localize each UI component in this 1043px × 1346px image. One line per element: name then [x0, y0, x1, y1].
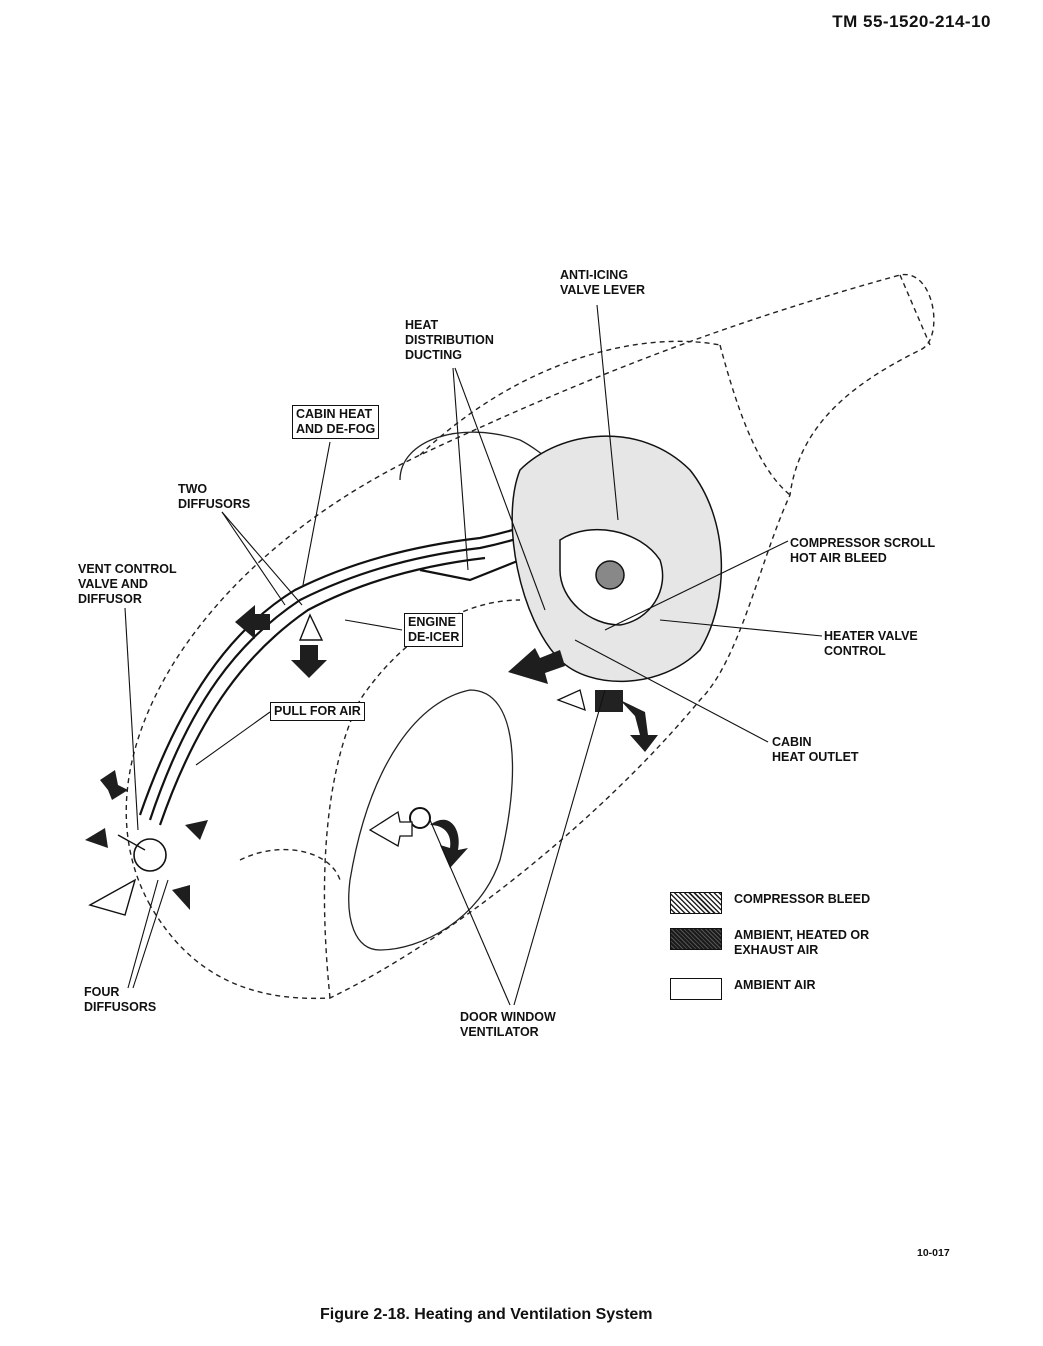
engine-deicer-placard: ENGINE DE-ICER: [404, 613, 464, 647]
document-number: TM 55-1520-214-10: [832, 12, 991, 31]
figure-id: 10-017: [917, 1247, 950, 1259]
pull-for-air-placard: PULL FOR AIR: [270, 702, 365, 721]
door-window-ventilator-label: DOOR WINDOW VENTILATOR: [460, 1010, 556, 1039]
cabin-heat-defog-placard: CABIN HEAT AND DE-FOG: [292, 405, 380, 439]
legend-ambient-heated-exhaust: AMBIENT, HEATED OR EXHAUST AIR: [670, 928, 869, 958]
heat-distribution-ducting-label: HEAT DISTRIBUTION DUCTING: [405, 318, 494, 362]
cabin-heat-outlet-label: CABIN HEAT OUTLET: [772, 735, 859, 764]
four-diffusors-label: FOUR DIFFUSORS: [84, 985, 157, 1014]
diffusor-assembly: [88, 613, 431, 916]
legend-ambient-air: AMBIENT AIR: [670, 978, 815, 1000]
two-diffusors-label: TWO DIFFUSORS: [178, 482, 251, 511]
heater-valve-control-label: HEATER VALVE CONTROL: [824, 629, 918, 658]
legend-label: AMBIENT AIR: [734, 978, 816, 992]
air-flow-arrows: [85, 605, 658, 910]
engine-components: [511, 435, 723, 712]
leader-lines: [124, 304, 823, 1006]
legend-compressor-bleed: COMPRESSOR BLEED: [670, 892, 870, 914]
figure-caption: Figure 2-18. Heating and Ventilation Sys…: [320, 1306, 653, 1323]
hatch-swatch: [670, 892, 722, 914]
fuselage-outline: [125, 274, 935, 1000]
compressor-scroll-label: COMPRESSOR SCROLL HOT AIR BLEED: [790, 536, 936, 565]
plain-swatch: [670, 978, 722, 1000]
legend-label: AMBIENT, HEATED OR EXHAUST AIR: [734, 928, 870, 957]
anti-icing-valve-lever-label: ANTI-ICING VALVE LEVER: [560, 268, 645, 297]
legend-label: COMPRESSOR BLEED: [734, 892, 871, 906]
dark-swatch: [670, 928, 722, 950]
vent-control-valve-label: VENT CONTROL VALVE AND DIFFUSOR: [78, 562, 177, 606]
